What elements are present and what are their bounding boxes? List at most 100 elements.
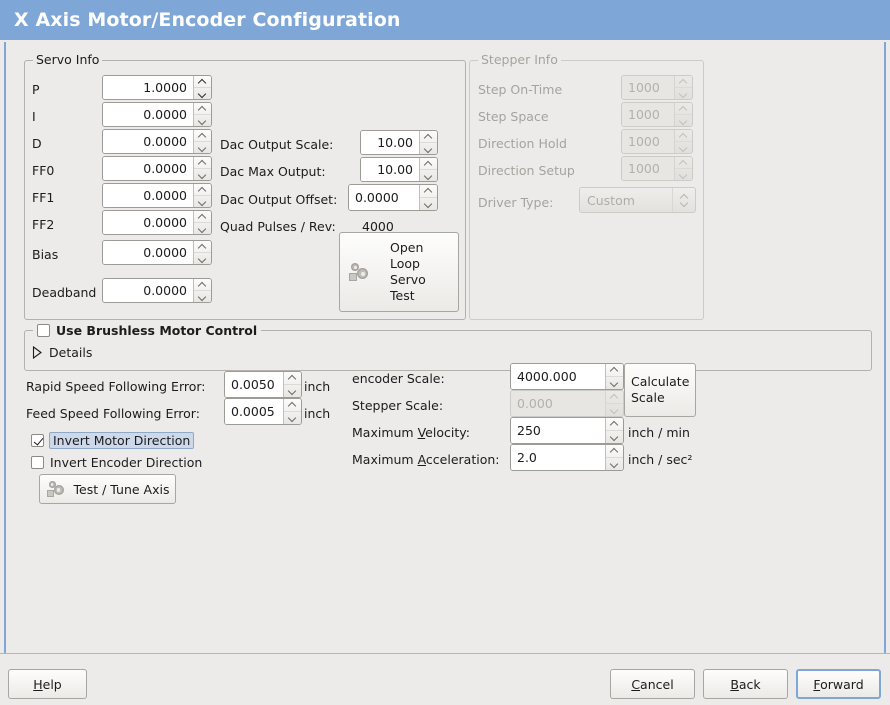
- spin-down-icon[interactable]: [284, 384, 301, 397]
- spin-i-buttons[interactable]: [193, 103, 211, 126]
- spin-down-icon[interactable]: [194, 168, 211, 180]
- spin-up-icon[interactable]: [420, 158, 437, 169]
- help-button[interactable]: Help: [8, 669, 87, 699]
- spin-encoder-scale-buttons[interactable]: [605, 364, 623, 389]
- spin-ff0[interactable]: 0.0000: [102, 156, 212, 181]
- open-loop-line4: Test: [390, 288, 415, 303]
- spin-down-icon[interactable]: [420, 197, 437, 210]
- spin-up-icon[interactable]: [606, 418, 623, 430]
- spin-down-icon[interactable]: [194, 114, 211, 126]
- spin-ff0-value[interactable]: 0.0000: [103, 157, 193, 180]
- spin-up-icon[interactable]: [194, 157, 211, 168]
- spin-encoder-scale-value[interactable]: 4000.000: [511, 364, 605, 389]
- spin-deadband-value[interactable]: 0.0000: [103, 279, 193, 302]
- use-brushless-motor-control-checkbox[interactable]: Use Brushless Motor Control: [33, 322, 262, 338]
- spin-ff1[interactable]: 0.0000: [102, 183, 212, 208]
- spin-i-value[interactable]: 0.0000: [103, 103, 193, 126]
- spin-down-icon[interactable]: [420, 142, 437, 154]
- spin-maximum-velocity[interactable]: 250: [510, 417, 624, 444]
- checkbox-box[interactable]: [31, 456, 44, 469]
- spin-bias[interactable]: 0.0000: [102, 240, 212, 265]
- spin-up-icon[interactable]: [284, 372, 301, 384]
- spin-up-icon[interactable]: [420, 185, 437, 197]
- spin-dac-output-offset-buttons[interactable]: [419, 185, 437, 210]
- spin-maximum-acceleration[interactable]: 2.0: [510, 444, 624, 471]
- back-label: ack: [738, 676, 761, 692]
- spin-deadband[interactable]: 0.0000: [102, 278, 212, 303]
- spin-p-buttons[interactable]: [193, 76, 211, 99]
- spin-up-icon[interactable]: [194, 103, 211, 114]
- spin-down-icon[interactable]: [194, 222, 211, 234]
- spin-down-icon[interactable]: [194, 252, 211, 264]
- spin-ff2-buttons[interactable]: [193, 211, 211, 234]
- spin-maximum-velocity-buttons[interactable]: [605, 418, 623, 443]
- spin-down-icon[interactable]: [194, 87, 211, 99]
- back-button[interactable]: Back: [703, 669, 788, 699]
- invert-encoder-direction-checkbox[interactable]: Invert Encoder Direction: [31, 455, 202, 470]
- spin-up-icon[interactable]: [194, 279, 211, 290]
- spin-ff2[interactable]: 0.0000: [102, 210, 212, 235]
- spin-d-buttons[interactable]: [193, 130, 211, 153]
- spin-p-value[interactable]: 1.0000: [103, 76, 193, 99]
- spin-dac-output-scale-value[interactable]: 10.00: [361, 131, 419, 154]
- spin-ff0-buttons[interactable]: [193, 157, 211, 180]
- spin-dac-output-offset-value[interactable]: 0.0000: [349, 185, 419, 210]
- spin-down-icon[interactable]: [194, 141, 211, 153]
- spin-rapid-error-buttons[interactable]: [283, 372, 301, 397]
- spin-dac-output-scale-buttons[interactable]: [419, 131, 437, 154]
- spin-feed-error-value[interactable]: 0.0005: [225, 399, 283, 424]
- spin-i[interactable]: 0.0000: [102, 102, 212, 127]
- spin-rapid-speed-following-error[interactable]: 0.0050: [224, 371, 302, 398]
- page-title: X Axis Motor/Encoder Configuration: [14, 9, 401, 31]
- spin-ff1-buttons[interactable]: [193, 184, 211, 207]
- spin-rapid-error-value[interactable]: 0.0050: [225, 372, 283, 397]
- spin-up-icon[interactable]: [420, 131, 437, 142]
- forward-button[interactable]: Forward: [796, 669, 881, 699]
- spin-d-value[interactable]: 0.0000: [103, 130, 193, 153]
- spin-encoder-scale[interactable]: 4000.000: [510, 363, 624, 390]
- spin-up-icon[interactable]: [194, 211, 211, 222]
- spin-bias-buttons[interactable]: [193, 241, 211, 264]
- spin-down-icon[interactable]: [606, 457, 623, 470]
- spin-dac-max-output[interactable]: 10.00: [360, 157, 438, 182]
- spin-dac-max-output-value[interactable]: 10.00: [361, 158, 419, 181]
- spin-step-on-time-buttons: [674, 76, 692, 99]
- cancel-button[interactable]: Cancel: [610, 669, 695, 699]
- spin-down-icon[interactable]: [194, 195, 211, 207]
- spin-bias-value[interactable]: 0.0000: [103, 241, 193, 264]
- checkbox-box[interactable]: [31, 434, 44, 447]
- spin-up-icon[interactable]: [606, 445, 623, 457]
- test-tune-axis-button[interactable]: Test / Tune Axis: [39, 474, 176, 504]
- spin-deadband-buttons[interactable]: [193, 279, 211, 302]
- spin-p[interactable]: 1.0000: [102, 75, 212, 100]
- details-expander[interactable]: Details: [32, 345, 92, 360]
- spin-down-icon[interactable]: [194, 290, 211, 302]
- spin-up-icon[interactable]: [194, 184, 211, 195]
- spin-up-icon[interactable]: [284, 399, 301, 411]
- spin-down-icon[interactable]: [606, 430, 623, 443]
- spin-up-icon[interactable]: [194, 76, 211, 87]
- spin-maximum-acceleration-value[interactable]: 2.0: [511, 445, 605, 470]
- calculate-scale-button[interactable]: Calculate Scale: [624, 363, 696, 417]
- spin-feed-error-buttons[interactable]: [283, 399, 301, 424]
- spin-down-icon[interactable]: [606, 376, 623, 389]
- open-loop-servo-test-button[interactable]: Open Loop Servo Test: [339, 232, 459, 312]
- invert-motor-direction-checkbox[interactable]: Invert Motor Direction: [31, 432, 195, 449]
- spin-d[interactable]: 0.0000: [102, 129, 212, 154]
- spin-up-icon[interactable]: [194, 130, 211, 141]
- spin-maximum-velocity-value[interactable]: 250: [511, 418, 605, 443]
- spin-step-on-time: 1000: [621, 75, 693, 100]
- spin-dac-max-output-buttons[interactable]: [419, 158, 437, 181]
- spin-ff1-value[interactable]: 0.0000: [103, 184, 193, 207]
- spin-dac-output-scale[interactable]: 10.00: [360, 130, 438, 155]
- spin-down-icon[interactable]: [284, 411, 301, 424]
- spin-maximum-acceleration-buttons[interactable]: [605, 445, 623, 470]
- chevron-right-icon[interactable]: [32, 346, 42, 359]
- spin-dac-output-offset[interactable]: 0.0000: [348, 184, 438, 211]
- spin-up-icon[interactable]: [606, 364, 623, 376]
- spin-feed-speed-following-error[interactable]: 0.0005: [224, 398, 302, 425]
- spin-up-icon[interactable]: [194, 241, 211, 252]
- spin-ff2-value[interactable]: 0.0000: [103, 211, 193, 234]
- spin-down-icon[interactable]: [420, 169, 437, 181]
- checkbox-box[interactable]: [37, 323, 50, 337]
